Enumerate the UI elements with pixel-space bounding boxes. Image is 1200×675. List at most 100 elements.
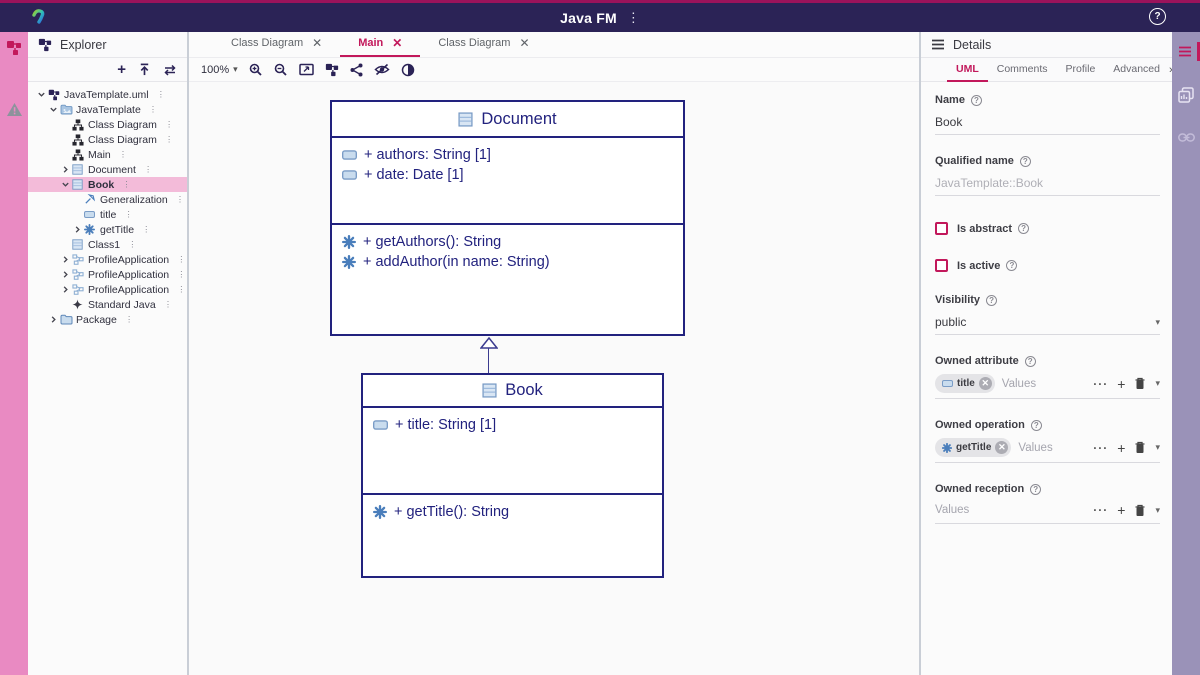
attribute-row[interactable]: + date: Date [1] [332, 165, 683, 185]
chevron-down-icon[interactable]: ▾ [1155, 378, 1160, 388]
delete-icon[interactable] [1134, 441, 1146, 454]
fit-to-screen-icon[interactable] [298, 63, 314, 76]
tree-item-profileapplication[interactable]: ProfileApplication⋮ [28, 267, 187, 282]
close-icon[interactable]: ✕ [312, 36, 323, 50]
owned-attribute-input[interactable]: title ✕ Values ··· + ▾ [935, 374, 1160, 399]
chevron-down-icon[interactable] [47, 105, 60, 114]
item-menu-icon[interactable]: ⋮ [164, 119, 174, 129]
add-icon[interactable]: + [1117, 439, 1126, 456]
tree-item-class-diagram[interactable]: Class Diagram⋮ [28, 132, 187, 147]
generalization-arrow-icon[interactable] [480, 337, 498, 349]
owned-operation-input[interactable]: getTitle ✕ Values ··· + ▾ [935, 438, 1160, 463]
attributes-compartment[interactable]: + authors: String [1]+ date: Date [1] [332, 138, 683, 223]
delete-icon[interactable] [1134, 377, 1146, 390]
tree-item-profileapplication[interactable]: ProfileApplication⋮ [28, 282, 187, 297]
zoom-out-icon[interactable] [274, 63, 288, 77]
menu-icon[interactable] [931, 39, 945, 50]
upload-model-icon[interactable] [138, 63, 151, 76]
chip-remove-icon[interactable]: ✕ [978, 377, 992, 390]
hide-elements-icon[interactable] [374, 63, 390, 76]
chevron-right-icon[interactable] [47, 315, 60, 324]
related-elements-rail-icon[interactable] [1172, 129, 1200, 146]
help-icon[interactable]: ? [1018, 223, 1030, 234]
class-node-book[interactable]: Book + title: String [1] + getTitle(): S… [361, 373, 664, 578]
help-icon[interactable]: ? [1024, 355, 1036, 367]
operation-chip[interactable]: getTitle ✕ [935, 438, 1012, 457]
tree-item-class1[interactable]: Class1⋮ [28, 237, 187, 252]
operation-row[interactable]: + getTitle(): String [363, 502, 662, 522]
tree-item-main[interactable]: Main⋮ [28, 147, 187, 162]
item-menu-icon[interactable]: ⋮ [118, 149, 128, 159]
add-icon[interactable]: + [1117, 375, 1126, 392]
chevron-right-icon[interactable] [59, 165, 72, 174]
tab-profile[interactable]: Profile [1065, 62, 1096, 75]
title-menu-icon[interactable]: ⋮ [626, 9, 640, 25]
item-menu-icon[interactable]: ⋮ [164, 134, 174, 144]
help-icon[interactable]: ? [1030, 483, 1042, 495]
tree-item-book[interactable]: Book⋮ [28, 177, 187, 192]
chip-remove-icon[interactable]: ✕ [995, 441, 1009, 454]
class-header[interactable]: Book [363, 375, 662, 408]
attribute-row[interactable]: + authors: String [1] [332, 145, 683, 165]
close-icon[interactable]: ✕ [392, 36, 403, 50]
tree-item-javatemplate[interactable]: JavaTemplate⋮ [28, 102, 187, 117]
more-options-icon[interactable]: ··· [1093, 440, 1109, 455]
new-model-button[interactable]: + [117, 61, 126, 78]
tab-class-diagram-1[interactable]: Class Diagram✕ [231, 36, 323, 50]
chevron-right-icon[interactable] [59, 255, 72, 264]
visibility-select[interactable]: public ▾ [935, 315, 1160, 335]
more-options-icon[interactable]: ··· [1093, 503, 1109, 517]
synchronize-icon[interactable] [163, 64, 177, 76]
tab-comments[interactable]: Comments [996, 62, 1048, 75]
item-menu-icon[interactable]: ⋮ [177, 254, 186, 264]
attribute-row[interactable]: + title: String [1] [363, 415, 662, 435]
tab-advanced[interactable]: Advanced [1113, 62, 1160, 75]
item-menu-icon[interactable]: ⋮ [148, 104, 158, 114]
arrange-all-icon[interactable] [325, 63, 339, 77]
tree-item-package[interactable]: Package⋮ [28, 312, 187, 327]
close-icon[interactable]: ✕ [519, 36, 530, 50]
item-menu-icon[interactable]: ⋮ [122, 179, 131, 189]
tree-item-document[interactable]: Document⋮ [28, 162, 187, 177]
help-icon[interactable]: ? [986, 294, 998, 306]
operations-compartment[interactable]: + getAuthors(): String+ addAuthor(in nam… [332, 223, 683, 334]
chevron-down-icon[interactable] [35, 90, 48, 99]
item-menu-icon[interactable]: ⋮ [177, 269, 186, 279]
diagram-surface[interactable]: Document + authors: String [1]+ date: Da… [189, 82, 919, 675]
operations-compartment[interactable]: + getTitle(): String [363, 493, 662, 576]
item-menu-icon[interactable]: ⋮ [124, 209, 133, 219]
help-icon[interactable]: ? [1030, 419, 1042, 431]
item-menu-icon[interactable]: ⋮ [177, 284, 186, 294]
help-icon[interactable]: ? [1006, 260, 1018, 271]
name-input[interactable]: Book [935, 115, 1160, 135]
explorer-rail-icon[interactable] [6, 40, 22, 56]
tree-item-generalization[interactable]: Generalization⋮ [28, 192, 187, 207]
class-node-document[interactable]: Document + authors: String [1]+ date: Da… [330, 100, 685, 336]
item-menu-icon[interactable]: ⋮ [142, 224, 151, 234]
tab-uml[interactable]: UML [947, 58, 988, 82]
tab-class-diagram-2[interactable]: Class Diagram✕ [438, 36, 530, 50]
owned-reception-input[interactable]: Values ··· + ▾ [935, 502, 1160, 524]
validation-warning-icon[interactable] [6, 102, 23, 117]
help-icon[interactable]: ? [1019, 155, 1031, 167]
tree-item-profileapplication[interactable]: ProfileApplication⋮ [28, 252, 187, 267]
tab-main[interactable]: Main✕ [340, 31, 421, 57]
generalization-edge[interactable] [488, 348, 489, 373]
item-menu-icon[interactable]: ⋮ [124, 314, 134, 324]
is-abstract-checkbox[interactable] [935, 222, 948, 235]
tree-item-gettitle[interactable]: getTitle⋮ [28, 222, 187, 237]
chevron-right-icon[interactable] [59, 270, 72, 279]
fade-elements-icon[interactable] [401, 63, 415, 77]
item-menu-icon[interactable]: ⋮ [143, 164, 153, 174]
tree-item-class-diagram[interactable]: Class Diagram⋮ [28, 117, 187, 132]
item-menu-icon[interactable]: ⋮ [128, 239, 137, 249]
delete-icon[interactable] [1134, 504, 1146, 517]
chevron-down-icon[interactable]: ▾ [1155, 504, 1160, 515]
more-options-icon[interactable]: ··· [1093, 376, 1109, 391]
class-header[interactable]: Document [332, 102, 683, 138]
attribute-chip[interactable]: title ✕ [935, 374, 995, 393]
item-menu-icon[interactable]: ⋮ [163, 299, 173, 309]
attributes-compartment[interactable]: + title: String [1] [363, 408, 662, 493]
tree-item-title[interactable]: title⋮ [28, 207, 187, 222]
representations-rail-icon[interactable] [1172, 83, 1200, 107]
